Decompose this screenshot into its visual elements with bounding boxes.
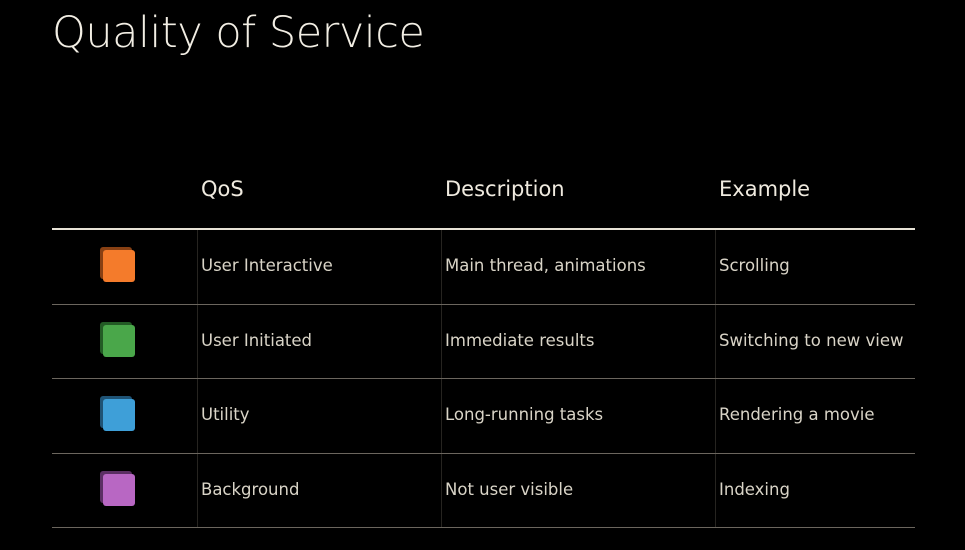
table-header-row: QoS Description Example — [52, 160, 915, 230]
qos-name: User Initiated — [201, 330, 313, 350]
qos-name: Utility — [201, 405, 250, 424]
qos-table: QoS Description Example User Interactive… — [52, 160, 915, 528]
header-description: Description — [445, 177, 565, 201]
orange-square-icon — [100, 247, 136, 283]
column-divider — [715, 230, 716, 528]
qos-example: Switching to new view — [719, 330, 904, 350]
qos-description: Not user visible — [445, 479, 574, 499]
header-example: Example — [719, 177, 811, 201]
table-row: User Interactive Main thread, animations… — [52, 230, 915, 305]
column-divider — [441, 230, 442, 528]
qos-example: Scrolling — [719, 256, 790, 275]
qos-example: Indexing — [719, 479, 790, 499]
column-divider — [197, 230, 198, 528]
header-qos: QoS — [201, 177, 244, 201]
qos-description: Immediate results — [445, 330, 595, 350]
purple-square-icon — [100, 470, 136, 507]
qos-description: Main thread, animations — [445, 256, 646, 275]
qos-description: Long-running tasks — [445, 405, 604, 424]
green-square-icon — [100, 321, 136, 358]
slide-title: Quality of Service — [52, 8, 425, 58]
qos-name: Background — [201, 479, 300, 499]
blue-square-icon — [100, 396, 136, 432]
table-row: Background Not user visible Indexing — [52, 454, 915, 528]
table-row: Utility Long-running tasks Rendering a m… — [52, 379, 915, 454]
qos-name: User Interactive — [201, 256, 333, 275]
table-row: User Initiated Immediate results Switchi… — [52, 305, 915, 379]
qos-example: Rendering a movie — [719, 405, 875, 424]
